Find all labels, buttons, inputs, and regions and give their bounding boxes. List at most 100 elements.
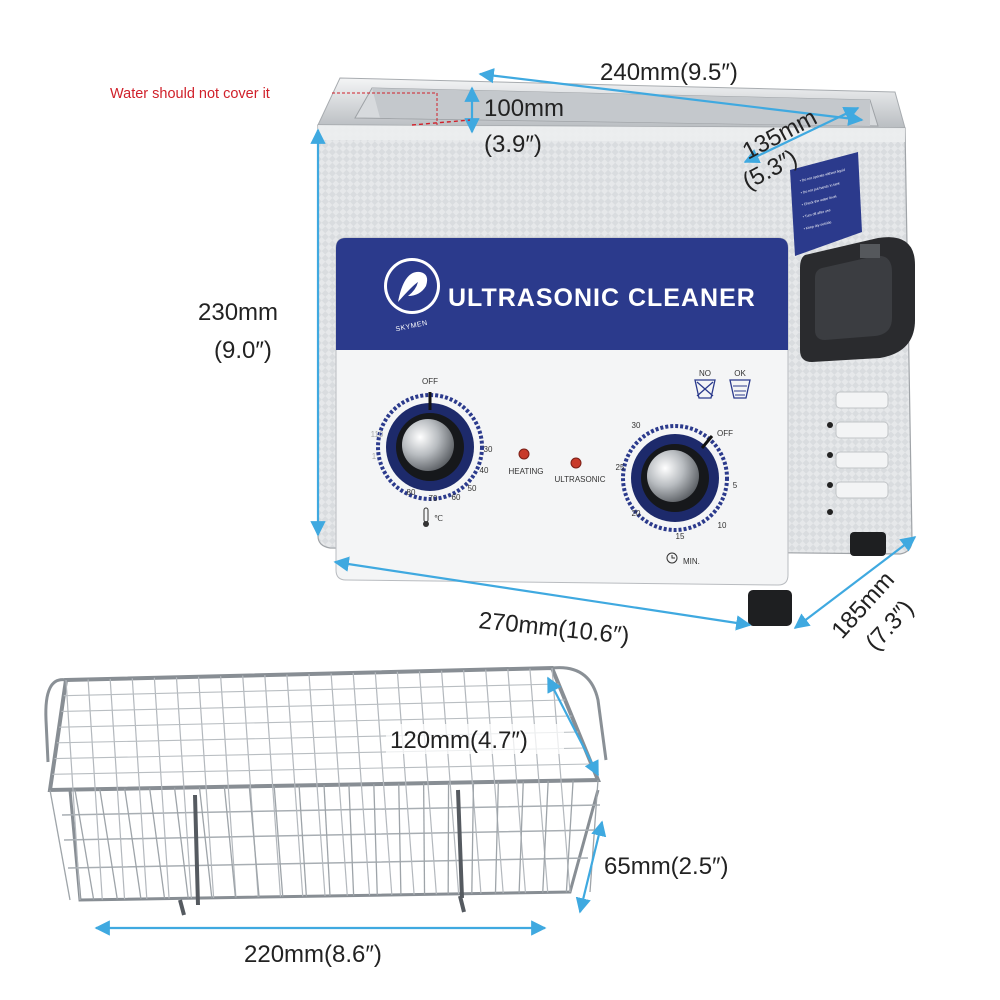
heating-label: HEATING bbox=[509, 467, 544, 476]
temperature-dial[interactable]: OFF 110 1 30 40 50 60 70 80 ℃ bbox=[371, 377, 493, 527]
svg-text:• Turn off after use: • Turn off after use bbox=[802, 208, 831, 219]
temp-off-label: OFF bbox=[422, 377, 438, 386]
basket-wire bbox=[109, 678, 126, 900]
basket-width-text: 120mm(4.7″) bbox=[390, 727, 528, 754]
ultrasonic-label: ULTRASONIC bbox=[555, 475, 606, 484]
wire-basket bbox=[44, 665, 608, 916]
ultrasonic-led bbox=[570, 457, 582, 469]
no-water-icon bbox=[694, 379, 716, 399]
control-panel: SKYMEN ULTRASONIC CLEANER NO OK OFF bbox=[335, 237, 789, 586]
tank-width-line bbox=[743, 107, 860, 163]
basket-wire bbox=[494, 781, 500, 894]
temp-tick-70: 70 bbox=[429, 494, 438, 503]
handle-icon bbox=[800, 237, 915, 362]
basket-wire bbox=[148, 788, 166, 899]
basket-wire bbox=[223, 786, 237, 898]
heating-led bbox=[518, 448, 530, 460]
height-mm-text: 230mm bbox=[198, 299, 278, 326]
dimension-lines bbox=[94, 68, 917, 936]
temp-tick-80: 80 bbox=[407, 488, 416, 497]
height-in-text: (9.0″) bbox=[214, 337, 272, 364]
timer-tick-30: 30 bbox=[632, 421, 641, 430]
basket-wire bbox=[49, 789, 71, 901]
timer-unit-label: MIN. bbox=[683, 557, 700, 566]
temp-tick-50: 50 bbox=[468, 484, 477, 493]
svg-text:• Keep dry outside: • Keep dry outside bbox=[803, 220, 832, 231]
brand-logo: SKYMEN bbox=[384, 258, 440, 333]
heating-indicator: HEATING bbox=[509, 448, 544, 476]
ultrasonic-indicator: ULTRASONIC bbox=[555, 457, 606, 484]
basket-wire bbox=[52, 763, 592, 775]
basket-height-text: 65mm(2.5″) bbox=[604, 853, 729, 880]
basket-wire bbox=[348, 784, 355, 896]
basket-wire bbox=[220, 676, 237, 898]
basket-wire bbox=[422, 783, 426, 895]
body-length-text: 270mm(10.6″) bbox=[477, 607, 630, 650]
temperature-knob[interactable] bbox=[402, 419, 454, 471]
basket-wire bbox=[542, 780, 549, 893]
basket-wire bbox=[471, 782, 475, 894]
temp-tick-30: 30 bbox=[484, 445, 493, 454]
foot-front-right bbox=[748, 590, 792, 626]
temp-unit-label: ℃ bbox=[434, 514, 443, 523]
timer-dial[interactable]: OFF 30 25 20 15 10 5 MIN. bbox=[616, 421, 738, 566]
basket-wire bbox=[65, 679, 81, 901]
basket-wire bbox=[264, 675, 282, 897]
temp-tick-1: 1 bbox=[372, 452, 377, 461]
basket-wire bbox=[463, 670, 482, 894]
basket-wire bbox=[153, 677, 170, 899]
basket-wire bbox=[374, 672, 393, 895]
timer-tick-5: 5 bbox=[733, 481, 738, 490]
product-title: ULTRASONIC CLEANER bbox=[448, 284, 756, 312]
thermometer-icon bbox=[423, 507, 429, 527]
ultrasonic-cleaner: • Do not operate without liquid • Do not… bbox=[317, 77, 915, 626]
basket-wire bbox=[74, 789, 95, 900]
temp-tick-40: 40 bbox=[480, 466, 489, 475]
basket-wire bbox=[565, 780, 574, 893]
ok-water-icon bbox=[729, 379, 751, 399]
timer-knob[interactable] bbox=[647, 450, 699, 502]
basket-wire bbox=[63, 683, 559, 697]
basket-wire bbox=[518, 781, 524, 894]
basket-wire bbox=[485, 669, 504, 894]
basket-wire bbox=[418, 671, 437, 895]
basket-wire bbox=[198, 787, 213, 898]
side-vents bbox=[827, 391, 889, 515]
basket-wire bbox=[286, 674, 304, 897]
basket-wire bbox=[197, 676, 215, 898]
body-length-line bbox=[333, 556, 752, 631]
basket-length-text: 220mm(8.6″) bbox=[244, 941, 382, 968]
basket-wire bbox=[87, 679, 103, 900]
temp-tick-60: 60 bbox=[452, 493, 461, 502]
foot-back-right bbox=[850, 532, 886, 556]
basket-width-line bbox=[547, 676, 599, 777]
temp-tick-110: 110 bbox=[371, 430, 384, 439]
water-warning-leader bbox=[332, 92, 471, 126]
no-label: NO bbox=[699, 369, 711, 378]
timer-tick-10: 10 bbox=[718, 521, 727, 530]
basket-wire bbox=[131, 678, 148, 899]
tank-length-text: 240mm(9.5″) bbox=[600, 59, 738, 86]
basket-wire bbox=[273, 785, 284, 897]
water-level-icons: NO OK bbox=[694, 369, 751, 399]
basket-wire bbox=[396, 671, 415, 895]
basket-wire bbox=[61, 699, 566, 712]
basket-wire bbox=[398, 783, 402, 895]
body-width-line bbox=[793, 536, 917, 629]
basket-wire bbox=[248, 786, 260, 898]
basket-wire bbox=[507, 669, 527, 893]
timer-tick-25: 25 bbox=[616, 463, 625, 472]
tank-depth-mm-text: 100mm bbox=[484, 95, 564, 122]
basket-height-line bbox=[575, 820, 607, 914]
timer-tick-15: 15 bbox=[676, 532, 685, 541]
basket-wire bbox=[124, 788, 142, 900]
basket-wire bbox=[373, 784, 378, 896]
timer-off-label: OFF bbox=[717, 429, 733, 438]
basket-wire bbox=[308, 673, 326, 897]
basket-wire bbox=[330, 673, 348, 896]
basket-wire bbox=[175, 677, 192, 899]
basket-mesh bbox=[49, 667, 599, 901]
water-warning-text: Water should not cover it bbox=[110, 86, 270, 102]
basket-wire bbox=[352, 672, 371, 896]
